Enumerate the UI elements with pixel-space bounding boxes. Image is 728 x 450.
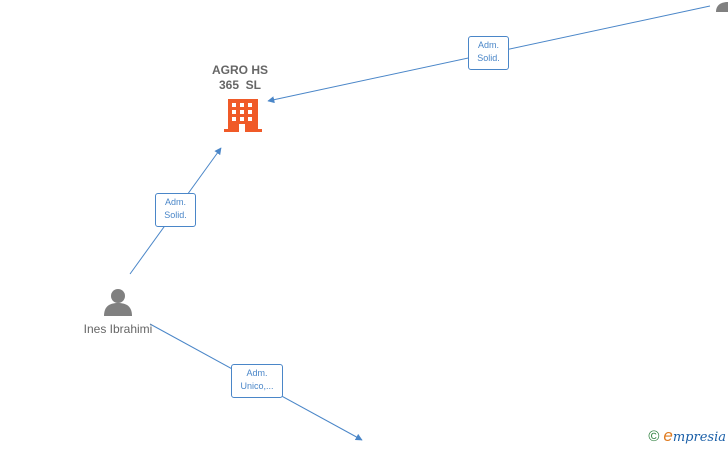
copyright-symbol: ©	[648, 428, 660, 445]
person-icon[interactable]	[104, 289, 132, 316]
edge-label-line2: Solid.	[477, 53, 500, 63]
brand-logo-text: mpresia	[672, 430, 726, 445]
edge-label-person-to-company[interactable]: Adm. Solid.	[155, 193, 196, 227]
company-name-line2: 365 SL	[218, 78, 262, 92]
building-icon[interactable]	[224, 99, 262, 132]
edge-label-line2: Solid.	[164, 210, 187, 220]
edge-label-line1: Adm.	[477, 40, 499, 50]
person-name-label[interactable]: Ines Ibrahimi	[83, 322, 153, 336]
offscreen-person-icon[interactable]	[716, 2, 728, 12]
company-name-line1: AGRO HS	[211, 63, 268, 77]
empresia-watermark: ©empresia	[648, 426, 726, 446]
brand-logo-initial: e	[663, 426, 673, 445]
edge-label-line1: Adm.	[246, 368, 268, 378]
edge-label-line2: Unico,...	[240, 381, 274, 391]
edge-label-offscreen-to-company[interactable]: Adm. Solid.	[468, 36, 509, 70]
company-name-label[interactable]: AGRO HS 365 SL	[190, 63, 290, 93]
edge-label-person-to-offscreen[interactable]: Adm. Unico,...	[231, 364, 283, 398]
edge-label-line1: Adm.	[164, 197, 186, 207]
